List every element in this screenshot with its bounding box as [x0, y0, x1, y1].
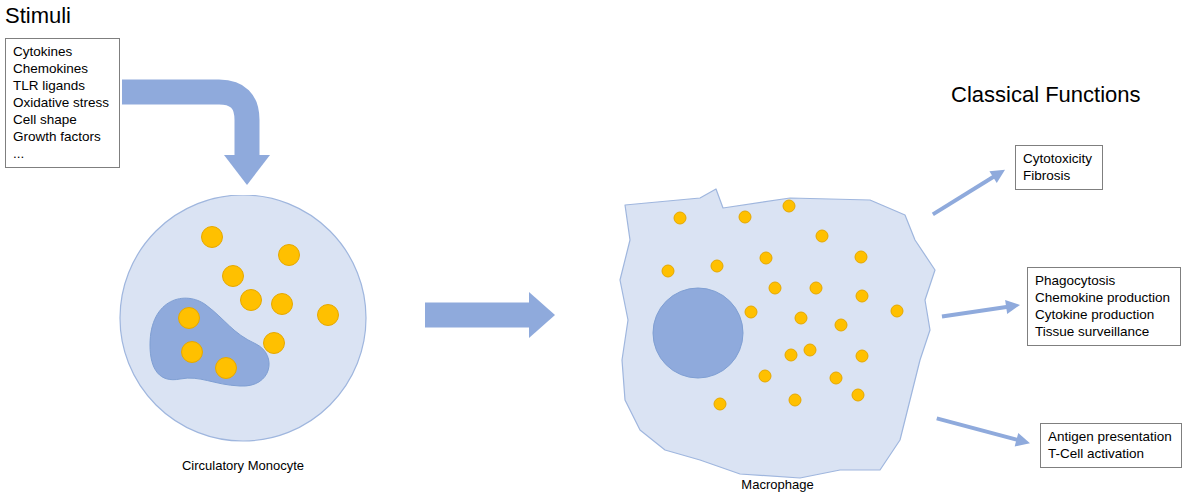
list-item: TLR ligands — [13, 77, 112, 94]
arrow-body — [933, 176, 995, 214]
flow-arrow — [122, 92, 270, 185]
flow-arrow — [425, 292, 555, 338]
stimuli-list-box: CytokinesChemokinesTLR ligandsOxidative … — [5, 38, 120, 168]
heading-label: Stimuli — [5, 3, 71, 29]
monocyte-node: Circulatory Monocyte — [118, 195, 368, 445]
flow-arrow — [942, 300, 1020, 316]
arrow-head — [989, 170, 1005, 183]
monocyte-cell — [118, 195, 368, 445]
list-item: ... — [13, 145, 112, 162]
function-box: Antigen presentationT-Cell activation — [1040, 423, 1182, 468]
list-item: T-Cell activation — [1048, 445, 1174, 462]
heading-label: Classical Functions — [951, 82, 1141, 108]
arrow-head — [1005, 300, 1020, 314]
arrow-body — [937, 418, 1019, 440]
list-item: Cell shape — [13, 111, 112, 128]
arrow-body — [942, 307, 1008, 317]
arrow-head — [529, 292, 555, 338]
list-item: Tissue surveillance — [1035, 323, 1173, 340]
function-box: PhagocytosisChemokine productionCytokine… — [1027, 267, 1181, 346]
macrophage-node: Macrophage — [615, 188, 940, 488]
arrow-head — [1015, 433, 1030, 447]
list-item: Cytotoxicity — [1023, 150, 1095, 167]
macrophage-cell — [615, 188, 940, 488]
list-item: Chemokines — [13, 60, 112, 77]
flow-arrow — [933, 170, 1005, 215]
list-item: Cytokines — [13, 43, 112, 60]
flow-arrow — [937, 418, 1030, 446]
arrow-body — [425, 303, 531, 328]
list-item: Oxidative stress — [13, 94, 112, 111]
function-box: CytotoxicityFibrosis — [1015, 145, 1103, 190]
list-item: Phagocytosis — [1035, 272, 1173, 289]
list-item: Chemokine production — [1035, 289, 1173, 306]
list-item: Fibrosis — [1023, 167, 1095, 184]
list-item: Growth factors — [13, 128, 112, 145]
list-item: Cytokine production — [1035, 306, 1173, 323]
cell-label: Macrophage — [615, 477, 940, 492]
cell-label: Circulatory Monocyte — [118, 458, 368, 473]
arrow-head — [224, 155, 270, 185]
arrow-body — [122, 92, 247, 157]
list-item: Antigen presentation — [1048, 428, 1174, 445]
